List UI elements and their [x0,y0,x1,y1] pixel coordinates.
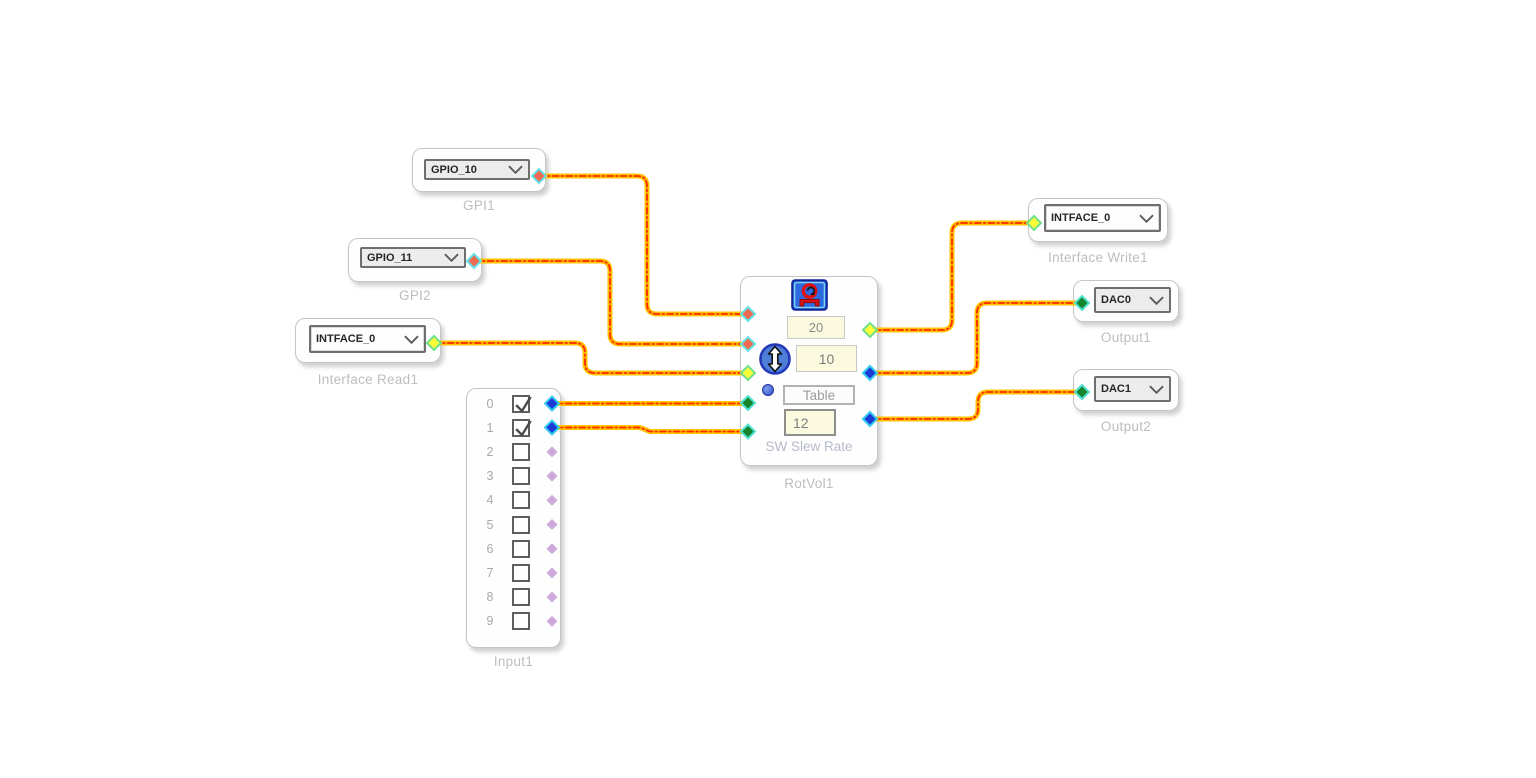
gpi2-label: GPI2 [399,288,431,303]
input-row-5: 5 [467,515,562,537]
input-channel-checkbox-5[interactable] [512,515,530,534]
gpi2-selected-value: GPIO_11 [367,251,413,264]
input-row-3: 3 [467,466,562,488]
wire-interfaceread1-to-rotvol1[interactable] [433,342,749,374]
checkmark-icon [515,395,532,413]
gpi2-source-select[interactable]: GPIO_11 [360,247,466,268]
input-row-9: 9 [467,611,562,633]
input-row-0: 0 [467,394,562,416]
interface-read1-select[interactable]: INTFACE_0 [309,325,426,353]
chevron-down-icon [508,165,523,174]
input-row-8: 8 [467,587,562,609]
output2-label: Output2 [1100,419,1152,434]
block-interface-read1[interactable]: INTFACE_0 [295,318,441,363]
input-channel-checkbox-7[interactable] [512,563,530,582]
input-channel-checkbox-1[interactable] [512,418,532,437]
input-row-7: 7 [467,563,562,585]
block-interface-write1[interactable]: INTFACE_0 [1028,198,1168,242]
wire-rotvol1-to-output1[interactable] [869,302,1083,374]
radio-dot-icon[interactable] [762,384,774,396]
input-row-2: 2 [467,442,562,464]
wire-gpi1-to-rotvol1[interactable] [536,173,751,317]
input-row-number: 1 [486,420,494,435]
interface-read1-selected-value: INTFACE_0 [316,333,376,345]
chevron-down-icon [1149,385,1164,394]
input-channel-checkbox-6[interactable] [512,539,530,558]
gpi1-label: GPI1 [463,198,495,213]
wire-interfaceread1-to-rotvol1[interactable] [431,340,751,376]
input-row-number: 4 [486,493,494,508]
chevron-down-icon [404,335,419,344]
chevron-down-icon [1149,296,1164,305]
rotary-volume-icon [791,279,828,311]
wire-rotvol1-to-output2[interactable] [867,389,1085,422]
input1-rows: 0 1 2 3 4 5 6 7 8 9 [467,389,560,647]
chevron-down-icon [444,253,459,262]
input-row-number: 2 [486,444,494,459]
input-row-number: 6 [486,541,494,556]
wire-gpi2-to-rotvol1[interactable] [471,258,751,347]
input-channel-checkbox-8[interactable] [512,588,530,607]
input-row-number: 5 [486,517,494,532]
input-row-number: 0 [486,396,494,411]
wire-rotvol1-to-interfacewrite1[interactable] [867,220,1037,333]
block-output2[interactable]: DAC1 [1073,369,1179,411]
rotvol1-subtitle: SW Slew Rate [765,439,853,454]
input-row-1: 1 [467,418,562,440]
input-channel-checkbox-9[interactable] [512,612,530,631]
block-gpi2[interactable]: GPIO_11 [348,238,482,282]
rotvol1-field-top[interactable]: 20 [787,316,845,339]
rotvol1-field-mid[interactable]: 10 [796,345,857,372]
input-row-number: 3 [486,469,494,484]
input-row-number: 9 [486,614,494,629]
wire-gpi2-to-rotvol1[interactable] [473,260,749,345]
input-channel-checkbox-4[interactable] [512,491,530,510]
input-row-number: 7 [486,565,494,580]
interface-read1-label: Interface Read1 [317,372,419,387]
output2-dac-select[interactable]: DAC1 [1094,376,1171,402]
rotvol1-field-bottom[interactable]: 12 [784,409,836,436]
wire-rotvol1-to-interfacewrite1[interactable] [869,222,1035,331]
up-down-adjust-icon[interactable] [758,342,792,376]
input1-label: Input1 [493,654,534,669]
block-gpi1[interactable]: GPIO_10 [412,148,546,192]
output1-label: Output1 [1100,330,1152,345]
wire-rotvol1-to-output2[interactable] [869,391,1083,420]
block-output1[interactable]: DAC0 [1073,280,1179,322]
wire-input1-ch1-to-rotvol1[interactable] [549,425,751,434]
output1-selected-value: DAC0 [1101,294,1131,306]
output1-dac-select[interactable]: DAC0 [1094,287,1171,313]
input-channel-checkbox-3[interactable] [512,467,530,486]
input-row-number: 8 [486,590,494,605]
wire-gpi1-to-rotvol1[interactable] [538,175,749,315]
gpi1-selected-value: GPIO_10 [431,163,477,176]
input-channel-checkbox-2[interactable] [512,442,530,461]
input-row-4: 4 [467,490,562,512]
interface-write1-select[interactable]: INTFACE_0 [1044,204,1161,232]
interface-write1-selected-value: INTFACE_0 [1051,212,1111,224]
rotvol1-table-button[interactable]: Table [783,385,855,405]
block-input1[interactable]: 0 1 2 3 4 5 6 7 8 9 [466,388,561,648]
wire-rotvol1-to-output1[interactable] [867,300,1085,376]
checkmark-icon [515,420,532,437]
output2-selected-value: DAC1 [1101,383,1131,395]
rotvol1-label: RotVol1 [784,476,834,491]
block-rotvol1[interactable]: 20 10 Table 12 SW Slew Rate [740,276,878,466]
chevron-down-icon [1139,214,1154,223]
interface-write1-label: Interface Write1 [1048,250,1148,265]
wire-input1-ch1-to-rotvol1[interactable] [551,426,749,433]
gpi1-source-select[interactable]: GPIO_10 [424,159,530,180]
input-channel-checkbox-0[interactable] [512,394,532,413]
input-row-6: 6 [467,539,562,561]
